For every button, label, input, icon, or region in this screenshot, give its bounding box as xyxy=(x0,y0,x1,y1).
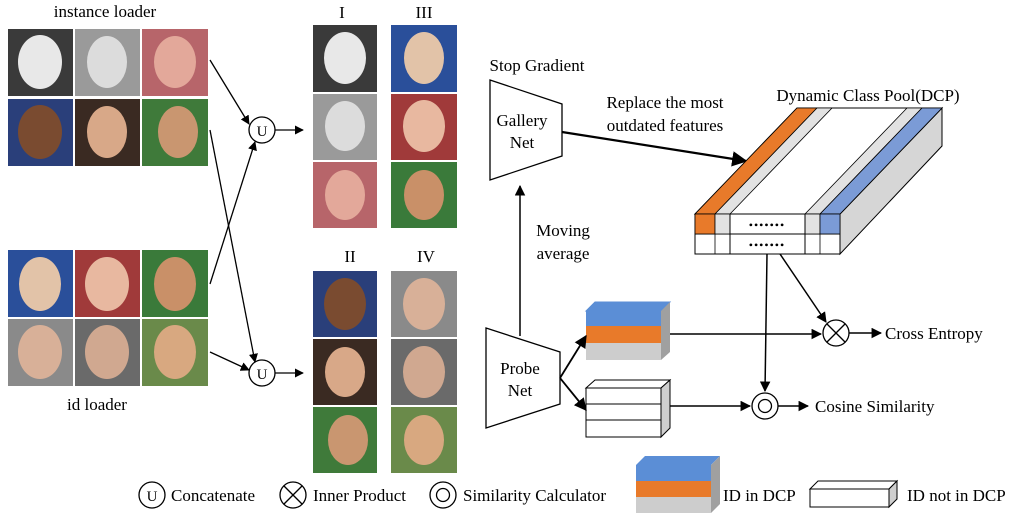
legend-similarity-calculator: Similarity Calculator xyxy=(463,486,606,505)
face-photo xyxy=(85,325,129,379)
id-loader-grid xyxy=(8,250,208,386)
inner-product-node xyxy=(822,319,850,347)
legend-concatenate: Concatenate xyxy=(171,486,255,505)
gallery-net-label: Net xyxy=(510,133,535,152)
concat-symbol: U xyxy=(257,367,268,383)
group-I-label: I xyxy=(339,3,345,22)
face-photo xyxy=(19,257,61,311)
face-photo xyxy=(85,257,129,311)
dcp-dots: ••••••• xyxy=(749,238,785,252)
moving-average-label: average xyxy=(537,244,590,263)
group-II-label: II xyxy=(344,247,356,266)
concatenate-legend-icon xyxy=(138,481,166,509)
gallery-net-label: Gallery xyxy=(497,111,548,130)
probe-net-label: Probe xyxy=(500,359,540,378)
flow-arrows xyxy=(670,253,883,412)
face-photo xyxy=(18,35,62,89)
face-photo xyxy=(154,325,196,379)
probe-net: Probe Net xyxy=(485,327,561,429)
face-photo xyxy=(18,325,62,379)
concat-node-bottom: U xyxy=(248,359,276,387)
group-IV-label: IV xyxy=(417,247,436,266)
feature-block-in-dcp xyxy=(584,301,672,360)
group-II-column xyxy=(313,271,377,473)
dynamic-class-pool: ••••••• ••••••• xyxy=(693,106,944,256)
dcp-dots: ••••••• xyxy=(749,218,785,232)
similarity-node xyxy=(751,392,779,420)
face-photo xyxy=(87,106,127,158)
face-photo xyxy=(154,257,196,311)
cross-entropy-label: Cross Entropy xyxy=(885,324,983,343)
loader-arrows xyxy=(209,59,304,378)
instance-loader-grid xyxy=(8,29,208,166)
id-not-in-dcp-legend-icon xyxy=(808,479,899,509)
cosine-similarity-label: Cosine Similarity xyxy=(815,397,935,416)
feature-block-not-in-dcp xyxy=(584,378,672,439)
probe-branch-arrows xyxy=(559,334,587,411)
group-I-column xyxy=(313,25,377,228)
concat-symbol: U xyxy=(257,124,268,140)
legend-id-in-dcp: ID in DCP xyxy=(723,486,796,505)
moving-average-label: Moving xyxy=(536,221,590,240)
replace-label: outdated features xyxy=(607,116,724,135)
legend-inner-product: Inner Product xyxy=(313,486,406,505)
group-III-label: III xyxy=(416,3,433,22)
face-photo xyxy=(154,36,196,88)
concat-symbol: U xyxy=(147,489,158,505)
id-in-dcp-legend-icon xyxy=(636,456,720,513)
group-III-column xyxy=(391,25,457,228)
face-photo xyxy=(158,106,198,158)
face-photo xyxy=(87,36,127,88)
face-photo xyxy=(18,105,62,159)
probe-net-label: Net xyxy=(508,381,533,400)
replace-label: Replace the most xyxy=(606,93,723,112)
id-loader-label: id loader xyxy=(67,395,127,414)
replace-arrow xyxy=(561,130,748,167)
concat-node-top: U xyxy=(248,116,276,144)
stop-gradient-label: Stop Gradient xyxy=(490,56,585,75)
legend-id-not-in-dcp: ID not in DCP xyxy=(907,486,1006,505)
instance-loader-label: instance loader xyxy=(54,2,157,21)
legend: U Concatenate Inner Product Similarity C… xyxy=(138,456,1006,513)
group-IV-column xyxy=(391,271,457,473)
dcp-title: Dynamic Class Pool(DCP) xyxy=(776,86,959,105)
gallery-net: Gallery Net xyxy=(489,79,563,181)
